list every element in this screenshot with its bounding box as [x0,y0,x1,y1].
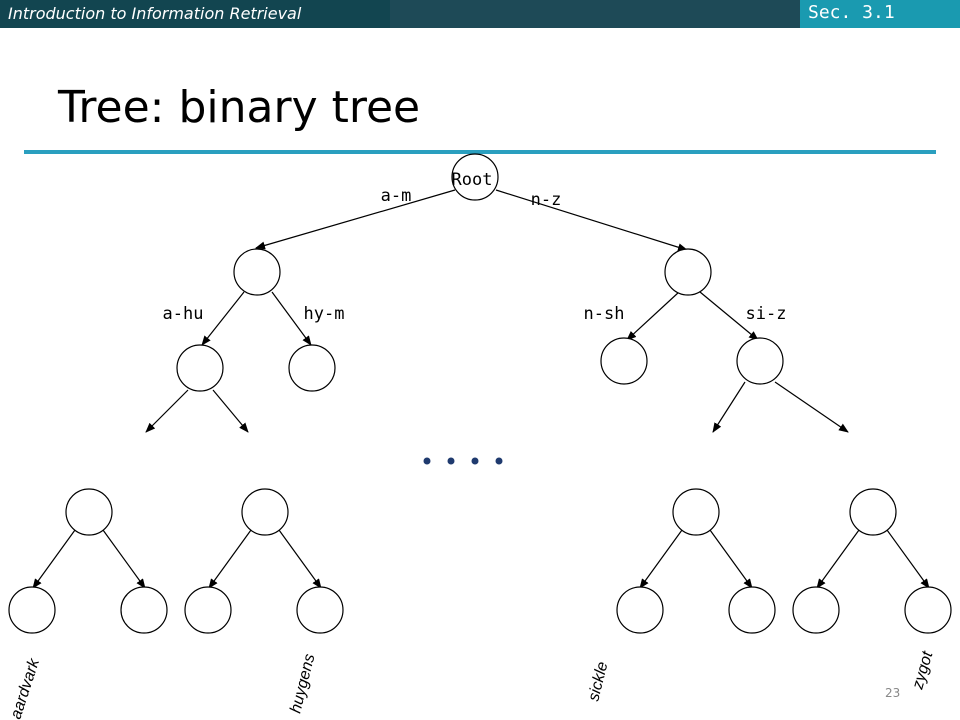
edge-label-a-hu: a-hu [163,304,204,324]
subtree-1-right [120,586,168,634]
edge-l3a-left [145,389,189,433]
edge-label-si-z: si-z [746,304,787,324]
ellipsis-dot [471,457,479,465]
edge-label-hy-m: hy-m [304,304,345,324]
edge-s4-left [816,529,860,589]
subtree-3-right [728,586,776,634]
root-node [451,153,499,201]
subtree-4-root [849,488,897,536]
edge-s2-left [208,529,252,589]
edge-s3-left [639,529,683,589]
edge-right-right [699,291,759,341]
edge-s3-right [709,529,753,589]
edge-s1-left [32,529,76,589]
subtree-2-right [296,586,344,634]
edge-right-left [626,291,680,341]
edge-s4-right [886,529,930,589]
subtree-1-left [8,586,56,634]
edge-s2-right [278,529,322,589]
edge-label-a-m: a-m [381,186,412,206]
course-title: Introduction to Information Retrieval [8,4,302,23]
subtree-2-root [241,488,289,536]
ellipsis-dot [423,457,431,465]
node-left-right [288,344,336,392]
edge-l3a-right [212,389,249,433]
subtree-4-right [904,586,952,634]
node-left [233,248,281,296]
edge-l3d-left [712,381,746,433]
edge-label-n-sh: n-sh [584,304,625,324]
root-label: Root [452,170,493,190]
ellipsis-dots [423,457,503,465]
subtree-2-left [184,586,232,634]
node-right [664,248,712,296]
edge-label-n-z: n-z [531,190,562,210]
section-label: Sec. 3.1 [808,2,895,23]
subtree-3-root [672,488,720,536]
title-underline [24,150,936,154]
slide-title: Tree: binary tree [58,82,421,133]
node-left-left [176,344,224,392]
edge-s1-right [102,529,146,589]
subtree-4-left [792,586,840,634]
edge-l3d-right [774,381,849,433]
leaf-term-sickle: sickle [585,660,611,703]
ellipsis-dot [447,457,455,465]
node-right-right [736,337,784,385]
edge-left-left [201,291,245,346]
section-badge: Sec. 3.1 [800,0,960,28]
subtree-1-root [65,488,113,536]
leaf-term-huygens: huygens [287,652,318,715]
edge-root-left [255,189,456,250]
leaf-term-zygot: zygot [909,649,936,692]
course-title-panel: Introduction to Information Retrieval [0,0,390,28]
subtree-3-left [616,586,664,634]
node-right-left [600,337,648,385]
ellipsis-dot [495,457,503,465]
edge-root-right [495,189,688,252]
page-number: 23 [885,686,901,700]
header-bar: Introduction to Information Retrieval Se… [0,0,960,28]
leaf-term-aardvark: aardvark [8,656,44,720]
edge-left-right [271,291,312,346]
